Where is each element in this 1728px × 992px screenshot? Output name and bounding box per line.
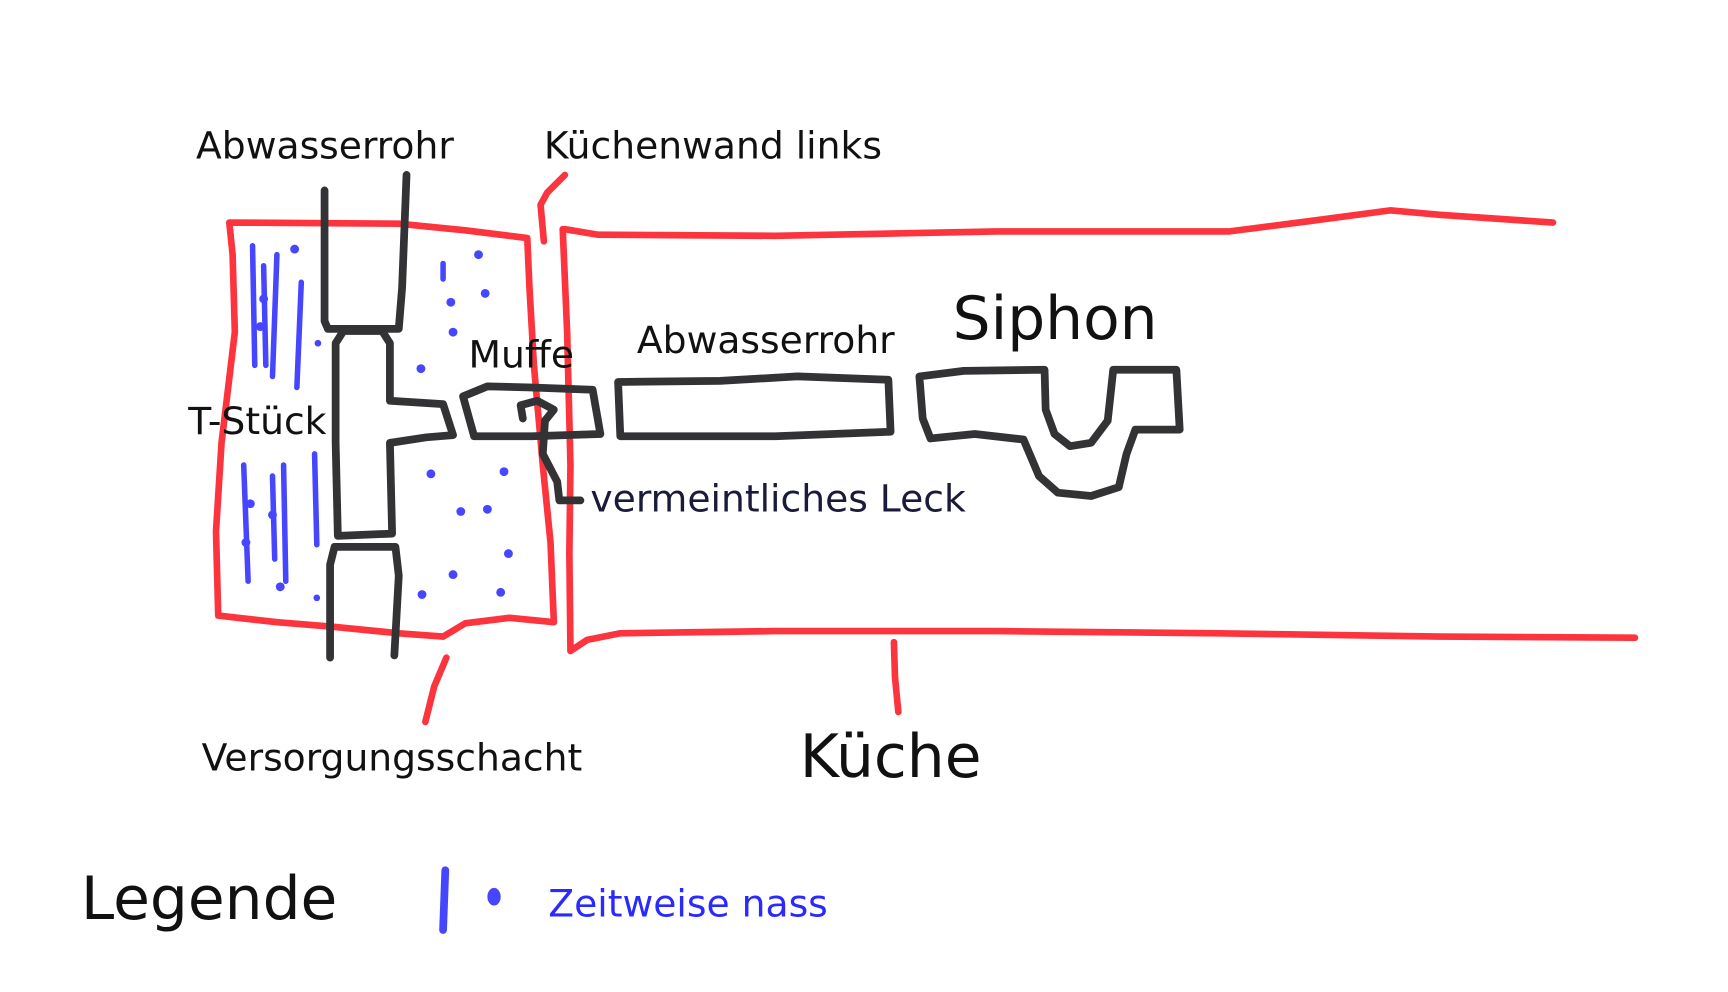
pointer-kuechenwand [537,171,569,245]
pipe-horizontal [614,372,895,441]
legend-wet-dot-icon [487,887,501,906]
kitchen-wall-left [559,225,1639,655]
pipe-vertical-bottom [326,543,403,662]
coupling-muffe [459,382,605,441]
pointer-schacht [422,654,450,726]
label-abwasserrohr-top: Abwasserrohr [196,123,454,167]
leak-marker [516,396,585,505]
label-abwasserrohr-mid: Abwasserrohr [637,318,895,362]
kitchen-wall-top [561,207,1557,240]
label-versorgungsschacht: Versorgungsschacht [202,736,583,780]
label-kuechenwand-links: Küchenwand links [544,123,882,167]
label-leck: vermeintliches Leck [590,477,966,521]
wet-dots [241,244,513,602]
supply-shaft-outline [212,219,558,640]
siphon-pipe [915,365,1184,500]
legend-title: Legende [81,864,338,934]
pipe-vertical-top [320,171,411,333]
label-muffe: Muffe [469,333,574,377]
label-siphon: Siphon [953,284,1158,354]
label-kueche: Küche [800,722,982,792]
t-piece [331,327,457,540]
legend-wet-line-icon [439,866,450,934]
pointer-kueche [890,638,902,716]
legend-wet-label: Zeitweise nass [548,882,828,926]
label-t-stueck: T-Stück [187,399,326,443]
